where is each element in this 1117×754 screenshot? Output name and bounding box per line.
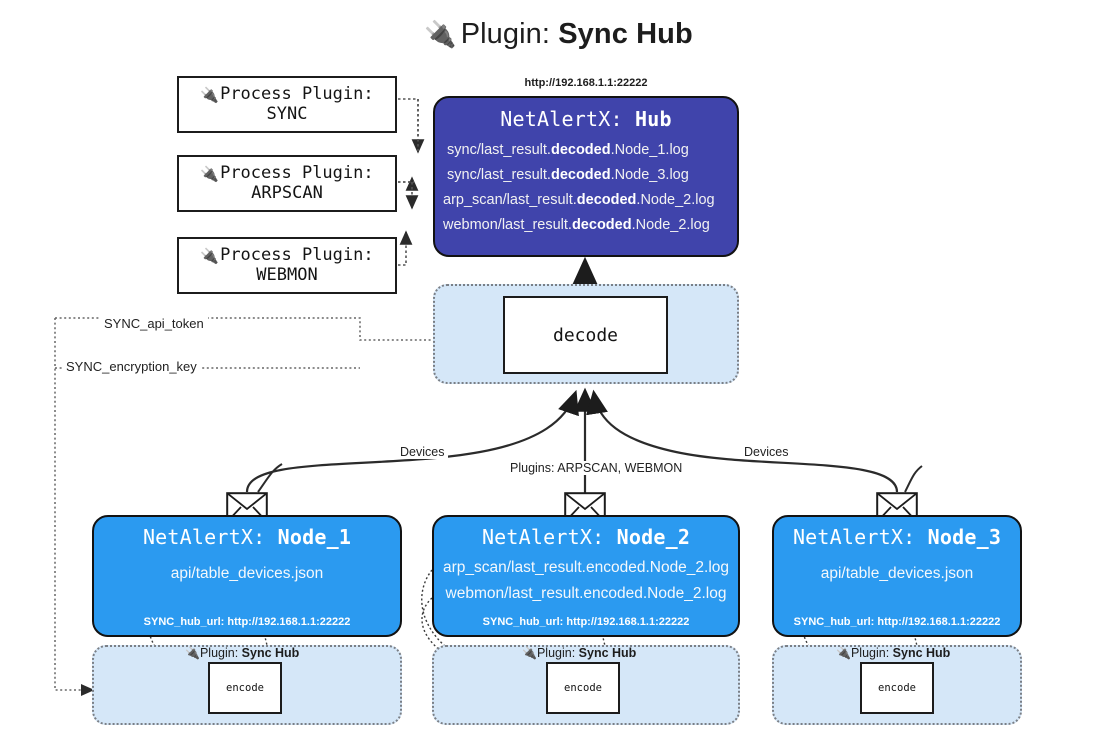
plug-icon: 🔌 [522, 646, 537, 660]
encode-plugin-name: Sync Hub [892, 646, 951, 660]
node-box-node-2[interactable]: NetAlertX: Node_2 arp_scan/last_result.e… [432, 515, 740, 637]
node-name: Node_2 [616, 525, 691, 549]
hub-log-line: arp_scan/last_result.decoded.Node_2.log [435, 188, 737, 213]
node-log-line: arp_scan/last_result.encoded.Node_2.log [442, 559, 730, 576]
hub-title: NetAlertX: Hub [435, 107, 737, 131]
hub-app: NetAlertX: [500, 107, 623, 131]
node-hub-url-key: SYNC_hub_url: [793, 616, 875, 628]
edge-label-devices-right: Devices [740, 445, 793, 459]
node-app: NetAlertX: [142, 525, 266, 549]
process-plugin-caption: Process Plugin: [220, 163, 374, 184]
hub-log-line: sync/last_result.decoded.Node_3.log [435, 163, 737, 188]
node-log-line: api/table_devices.json [820, 565, 974, 582]
encode-plugin-label: 🔌Plugin: Sync Hub [522, 646, 636, 660]
encode-box-node-2[interactable]: encode [546, 662, 620, 714]
plug-icon: 🔌 [200, 85, 220, 104]
sync-api-token-label: SYNC_api_token [100, 316, 208, 331]
plug-icon: 🔌 [200, 246, 220, 265]
encode-plugin-prefix: Plugin: [536, 646, 576, 660]
node-name: Node_1 [277, 525, 352, 549]
process-plugin-arpscan[interactable]: 🔌Process Plugin: ARPSCAN [177, 155, 397, 212]
node-app: NetAlertX: [792, 525, 916, 549]
node-hub-url: SYNC_hub_url: http://192.168.1.1:22222 [94, 616, 400, 628]
process-plugin-webmon[interactable]: 🔌Process Plugin: WEBMON [177, 237, 397, 294]
node-hub-url-value: http://192.168.1.1:22222 [566, 616, 690, 628]
page-title: 🔌Plugin: Sync Hub [0, 18, 1117, 51]
hub-log-post: .Node_1.log [610, 142, 689, 158]
encode-plugin-label: 🔌Plugin: Sync Hub [185, 646, 299, 660]
decode-box[interactable]: decode [503, 296, 668, 374]
node-box-node-1[interactable]: NetAlertX: Node_1 api/table_devices.json… [92, 515, 402, 637]
hub-log-em: decoded [576, 192, 637, 208]
hub-role: Hub [634, 107, 672, 131]
hub-log-pre: sync/last_result. [447, 167, 551, 183]
hub-log-em: decoded [571, 217, 632, 233]
page-title-name: Sync Hub [558, 18, 693, 50]
node-name: Node_3 [927, 525, 1002, 549]
hub-log-pre: webmon/last_result. [443, 217, 572, 233]
process-plugin-name: SYNC [266, 103, 308, 124]
hub-log-post: .Node_2.log [636, 192, 715, 208]
hub-log-line: sync/last_result.decoded.Node_1.log [435, 138, 737, 163]
encode-box-node-3[interactable]: encode [860, 662, 934, 714]
encode-plugin-name: Sync Hub [241, 646, 300, 660]
process-plugin-caption: Process Plugin: [220, 245, 374, 266]
encode-plugin-prefix: Plugin: [850, 646, 890, 660]
hub-log-post: .Node_3.log [610, 167, 689, 183]
plug-icon: 🔌 [424, 19, 457, 49]
hub-log-pre: arp_scan/last_result. [443, 192, 577, 208]
hub-log-em: decoded [550, 142, 611, 158]
plug-icon: 🔌 [836, 646, 851, 660]
plug-icon: 🔌 [185, 646, 200, 660]
process-plugin-sync[interactable]: 🔌Process Plugin: SYNC [177, 76, 397, 133]
plug-icon: 🔌 [200, 164, 220, 183]
node-hub-url: SYNC_hub_url: http://192.168.1.1:22222 [774, 616, 1020, 628]
node-hub-url-key: SYNC_hub_url: [482, 616, 564, 628]
node-app: NetAlertX: [481, 525, 605, 549]
hub-log-pre: sync/last_result. [447, 142, 551, 158]
node-hub-url-value: http://192.168.1.1:22222 [227, 616, 351, 628]
process-plugin-caption: Process Plugin: [220, 84, 374, 105]
sync-encryption-key-label: SYNC_encryption_key [62, 359, 201, 374]
node-log-line: webmon/last_result.encoded.Node_2.log [445, 585, 727, 602]
node-title: NetAlertX: Node_2 [434, 525, 738, 549]
process-plugin-name: WEBMON [256, 264, 318, 285]
hub-node[interactable]: NetAlertX: Hub sync/last_result.decoded.… [433, 96, 739, 257]
edge-label-plugins: Plugins: ARPSCAN, WEBMON [506, 461, 687, 475]
node-hub-url-key: SYNC_hub_url: [143, 616, 225, 628]
encode-box-node-1[interactable]: encode [208, 662, 282, 714]
hub-log-em: decoded [550, 167, 611, 183]
node-title: NetAlertX: Node_1 [94, 525, 400, 549]
encode-plugin-name: Sync Hub [578, 646, 637, 660]
node-hub-url: SYNC_hub_url: http://192.168.1.1:22222 [434, 616, 738, 628]
process-plugin-name: ARPSCAN [251, 182, 323, 203]
node-log-line: api/table_devices.json [170, 565, 324, 582]
edge-label-devices-left: Devices [396, 445, 449, 459]
encode-plugin-prefix: Plugin: [199, 646, 239, 660]
node-box-node-3[interactable]: NetAlertX: Node_3 api/table_devices.json… [772, 515, 1022, 637]
hub-log-line: webmon/last_result.decoded.Node_2.log [435, 213, 737, 238]
hub-log-post: .Node_2.log [631, 217, 710, 233]
node-hub-url-value: http://192.168.1.1:22222 [877, 616, 1001, 628]
page-title-prefix: Plugin: [460, 18, 551, 50]
hub-url-label: http://192.168.1.1:22222 [524, 77, 648, 89]
node-title: NetAlertX: Node_3 [774, 525, 1020, 549]
encode-plugin-label: 🔌Plugin: Sync Hub [836, 646, 950, 660]
